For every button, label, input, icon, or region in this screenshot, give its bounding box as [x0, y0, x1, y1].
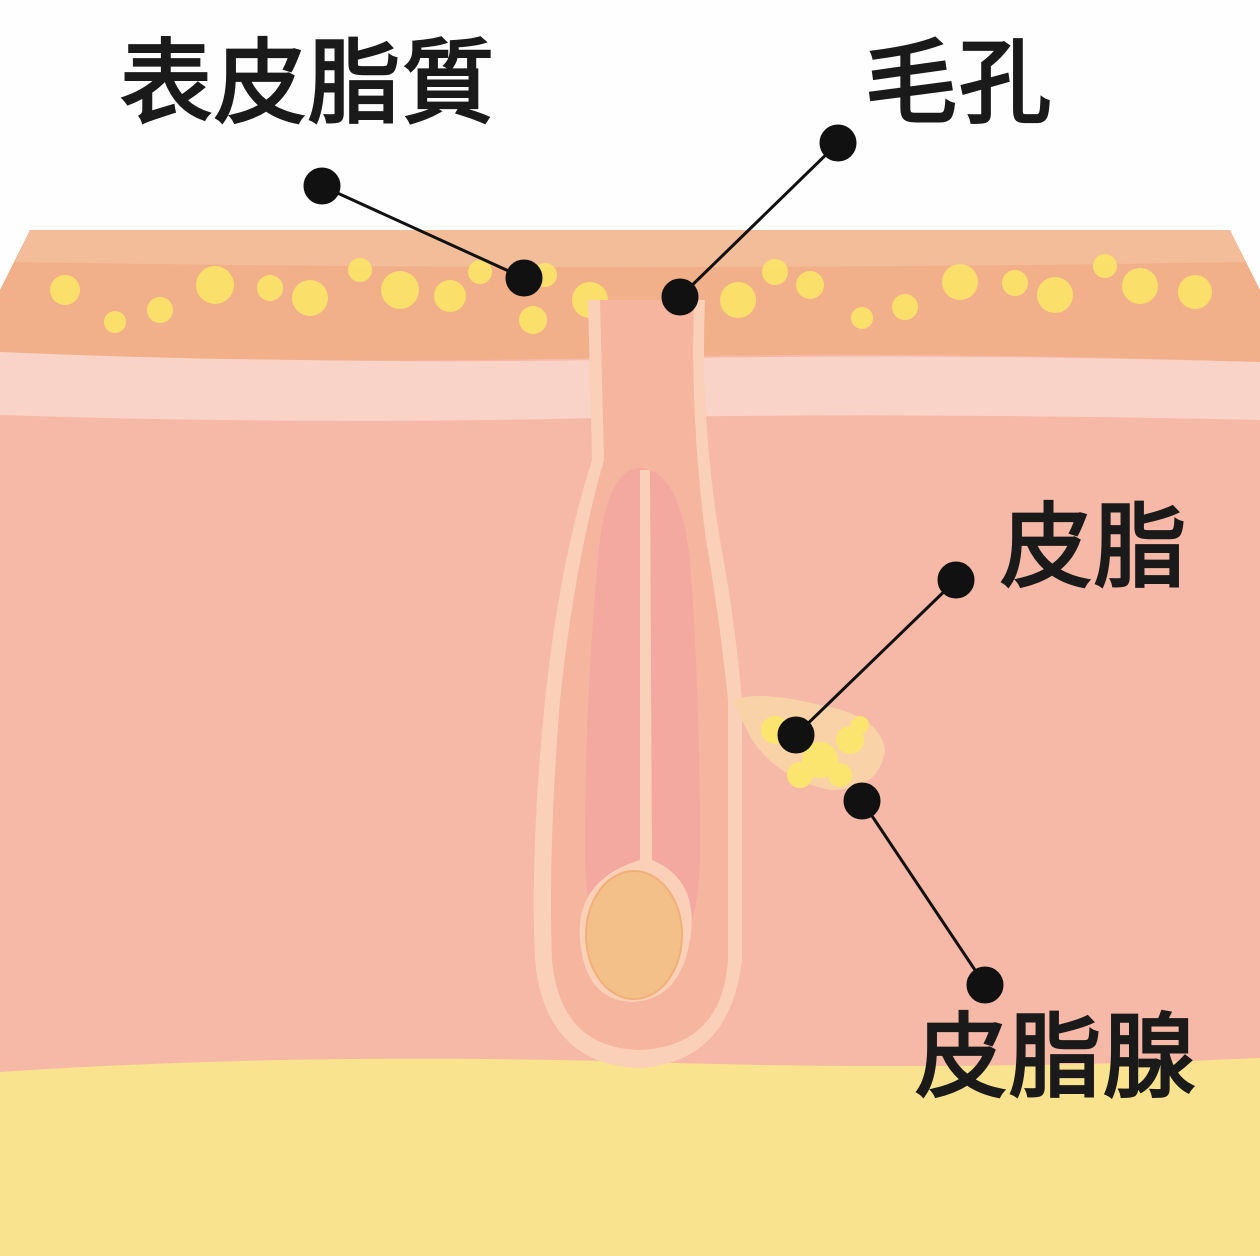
label-sebum: 皮脂: [1000, 494, 1189, 601]
label-surface-lipids: 表皮脂質: [120, 30, 497, 137]
sebaceous-gland-leader-line: [860, 800, 987, 986]
pore-leader-line: [678, 141, 840, 299]
sebum-marker: [937, 561, 975, 599]
surface-lipids-marker: [303, 167, 341, 205]
sebaceous-gland-marker: [843, 782, 881, 820]
lipid-droplet: [1037, 277, 1073, 313]
surface-lipid-droplets: [50, 254, 1212, 334]
lipid-droplet: [292, 280, 328, 316]
lipid-droplet: [519, 306, 547, 334]
lipid-droplet: [104, 311, 126, 333]
label-sebaceous-gland: 皮脂腺: [915, 1004, 1198, 1111]
sebum-droplets: [761, 716, 869, 788]
lipid-droplet: [468, 260, 492, 284]
surface-lipids-marker-end: [505, 259, 543, 297]
lipid-droplet: [381, 271, 419, 309]
lipid-droplet: [434, 280, 466, 312]
lipid-droplet: [348, 258, 372, 282]
sebaceous-gland-marker-end: [966, 966, 1004, 1004]
lipid-droplet: [1122, 268, 1158, 304]
lipid-droplet: [1002, 270, 1028, 296]
surface-lipids-leader-line: [321, 184, 525, 280]
pore-marker: [819, 124, 857, 162]
sebum-marker-end: [777, 716, 815, 754]
lipid-droplet: [796, 271, 824, 299]
epidermis-top-surface: [15, 230, 1245, 267]
lipid-droplet: [1093, 254, 1117, 278]
label-pore: 毛孔: [865, 30, 1054, 137]
lipid-droplet: [1178, 275, 1212, 309]
lipid-droplet: [50, 275, 80, 305]
lipid-droplet: [942, 264, 978, 300]
lipid-droplet: [257, 275, 283, 301]
lipid-droplet: [762, 259, 788, 285]
sebum-leader-line: [794, 578, 958, 737]
lipid-droplet: [892, 294, 918, 320]
hair-bulb: [585, 870, 683, 1000]
lipid-droplet: [196, 266, 234, 304]
pore-marker-end: [661, 278, 699, 316]
lipid-droplet: [720, 282, 756, 318]
lipid-droplet: [147, 297, 173, 323]
subcutaneous-fat-layer: [0, 1055, 1260, 1256]
lipid-droplet: [851, 307, 873, 329]
hair-shaft: [579, 470, 692, 1002]
